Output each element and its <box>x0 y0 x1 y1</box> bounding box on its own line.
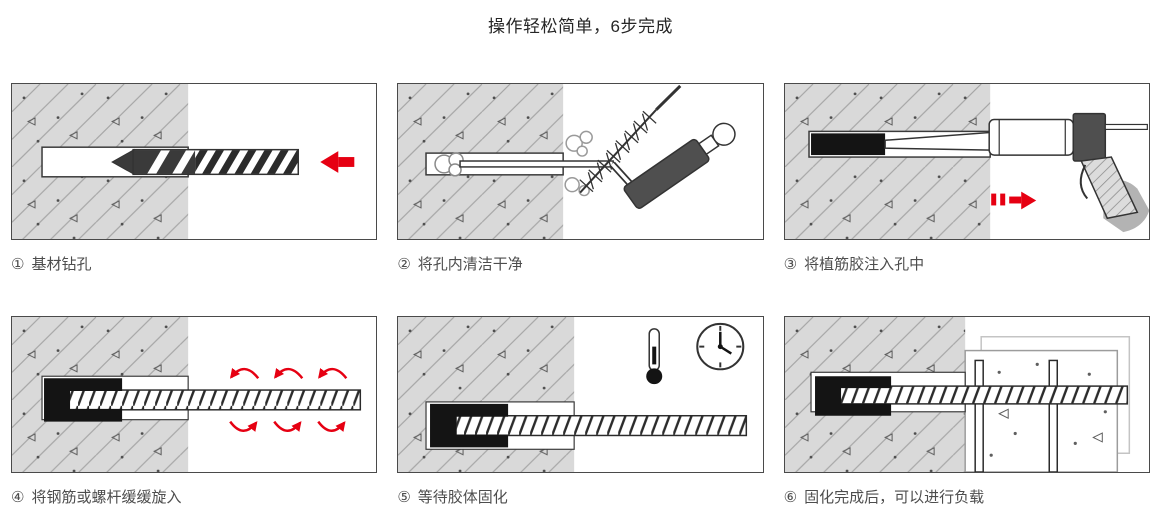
step-number: ⑥ <box>783 488 798 506</box>
threaded-rod-icon <box>455 414 748 437</box>
vertical-rebars-icon <box>974 359 1058 472</box>
anchor-sleeve-icon <box>814 376 891 416</box>
panel-1-canvas <box>12 84 355 239</box>
step-number: ② <box>397 255 411 273</box>
concrete-texture <box>784 84 990 239</box>
step-caption: ⑤ 等待胶体固化 <box>397 486 763 507</box>
step-number: ① <box>11 255 25 273</box>
step-caption: ① 基材钻孔 <box>11 253 377 274</box>
step-3: ③ 将植筋胶注入孔中 <box>783 83 1150 274</box>
step-label: 将植筋胶注入孔中 <box>804 256 925 273</box>
adhesive-fill-icon <box>810 133 885 156</box>
red-arrow-right-icon <box>990 191 1036 210</box>
step-number: ③ <box>783 255 798 273</box>
step-2-illustration <box>397 83 764 240</box>
step-6: ⑥ 固化完成后，可以进行负载 <box>783 316 1150 507</box>
step-caption: ③ 将植筋胶注入孔中 <box>784 253 1150 274</box>
cleaning-brush-icon <box>579 84 682 194</box>
hand-blower-icon <box>609 122 737 209</box>
step-6-illustration <box>783 316 1150 473</box>
step-4: ④ 将钢筋或螺杆缓缓旋入 <box>11 316 378 507</box>
step-5: ⑤ 等待胶体固化 <box>397 316 764 507</box>
panel-6-canvas <box>784 317 1130 472</box>
step-caption: ⑥ 固化完成后，可以进行负载 <box>784 486 1150 507</box>
step-caption: ④ 将钢筋或螺杆缓缓旋入 <box>11 486 377 507</box>
threaded-rod-icon <box>67 389 362 411</box>
panel-4-canvas <box>12 317 362 472</box>
caulking-gun-icon <box>883 112 1149 233</box>
clock-icon <box>696 322 745 371</box>
panel-5-canvas <box>398 317 748 472</box>
page-title: 操作轻松简单，6步完成 <box>488 17 673 36</box>
step-3-illustration <box>783 83 1150 240</box>
anchor-sleeve-icon <box>44 378 123 422</box>
drill-bit-icon <box>111 148 300 176</box>
step-4-illustration <box>11 316 378 473</box>
step-2: ② 将孔内清洁干净 <box>397 83 764 274</box>
rotation-arrows-icon <box>229 367 348 433</box>
step-label: 固化完成后，可以进行负载 <box>804 489 985 506</box>
panel-3-canvas <box>784 84 1149 239</box>
step-label: 基材钻孔 <box>31 256 92 273</box>
step-number: ④ <box>11 488 25 506</box>
step-label: 将孔内清洁干净 <box>417 256 523 273</box>
step-1: ① 基材钻孔 <box>11 83 378 274</box>
dust-puffs-icon <box>564 130 594 197</box>
anchor-sleeve-icon <box>430 403 509 448</box>
red-arrow-left-icon <box>320 151 355 173</box>
thermometer-icon <box>646 328 663 385</box>
step-caption: ② 将孔内清洁干净 <box>397 253 763 274</box>
panel-2-canvas <box>398 84 737 239</box>
air-tube-icon <box>459 160 615 168</box>
step-label: 等待胶体固化 <box>417 489 508 506</box>
step-label: 将钢筋或螺杆缓缓旋入 <box>31 489 182 506</box>
step-5-illustration <box>397 316 764 473</box>
threaded-rod-icon <box>837 385 1128 405</box>
step-1-illustration <box>11 83 378 240</box>
step-number: ⑤ <box>397 488 411 506</box>
steps-grid: ① 基材钻孔 <box>0 83 1161 507</box>
